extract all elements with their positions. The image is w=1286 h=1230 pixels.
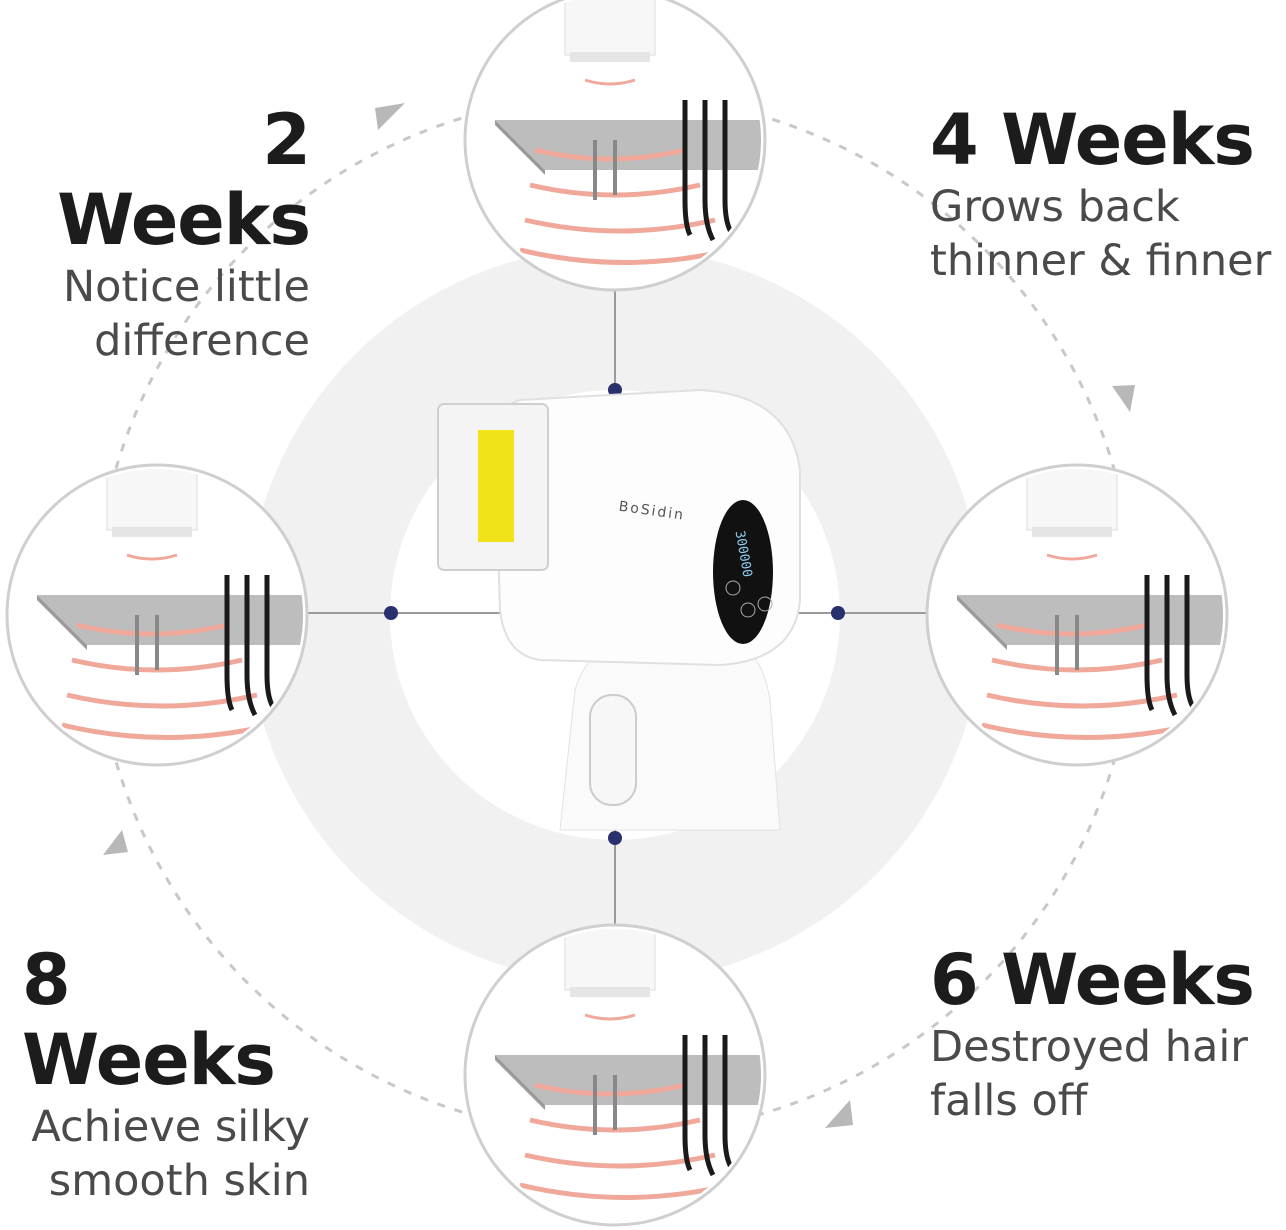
arrow-icon [375,103,405,130]
stage-4-weeks: 4 Weeks Grows back thinner & finner [930,100,1286,288]
stage-2-weeks: 2 Weeks Notice little difference [10,99,311,368]
light-window [478,430,514,542]
stage-desc-line2: smooth skin [48,1156,310,1206]
connector-dot [608,383,622,397]
stage-desc-line1: Destroyed hair [930,1022,1248,1072]
connector-dot [384,606,398,620]
level-button-icon [725,580,741,596]
mode-button-icon [757,596,773,612]
control-panel [713,500,773,644]
power-button-icon [740,602,756,618]
stage-desc-line2: difference [94,316,310,366]
stage-title: 6 Weeks [930,939,1255,1021]
stage-desc-line2: thinner & finner [930,236,1272,286]
stage-8-weeks: 8 Weeks Achieve silky smooth skin [0,940,310,1208]
skin-illustration-2-weeks [465,0,765,290]
arrow-icon [1112,385,1135,412]
flash-button [589,694,637,806]
connector-dot [608,831,622,845]
stage-desc-line2: falls off [930,1076,1088,1126]
skin-illustration-4-weeks [927,455,1227,765]
stage-desc-line1: Notice little [62,262,310,312]
skin-illustration-8-weeks [7,455,307,765]
arrow-icon [825,1100,853,1128]
arrow-icon [103,830,128,855]
stage-6-weeks: 6 Weeks Destroyed hair falls off [930,940,1286,1128]
stage-title: 8 Weeks [22,939,276,1101]
stage-title: 2 Weeks [57,99,311,261]
stage-desc-line1: Achieve silky [31,1102,310,1152]
stage-desc-line1: Grows back [930,182,1180,232]
connector-dot [831,606,845,620]
ipl-device-illustration: BoSidin 300000 [437,388,801,831]
stage-title: 4 Weeks [930,99,1255,181]
